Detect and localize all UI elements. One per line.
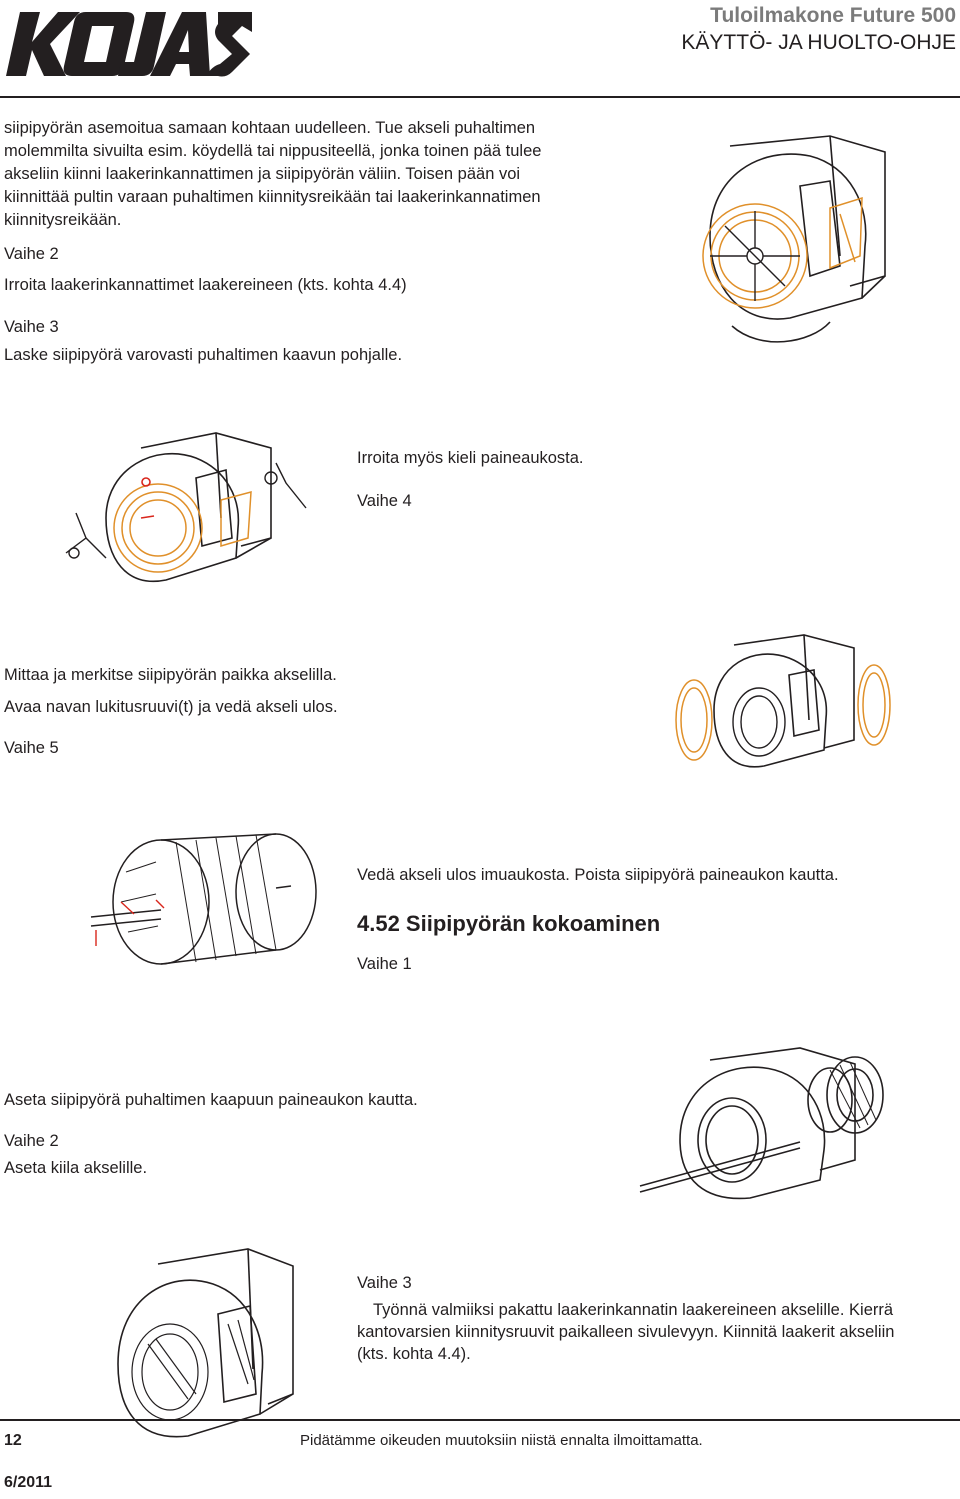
step-label: Vaihe 2	[4, 1132, 59, 1150]
fan-illustration-5	[639, 1047, 884, 1200]
step-text: Irroita laakerinkannattimet laakereineen…	[4, 276, 407, 294]
intro-line-2: molemmilta sivuilta esim. köydellä tai n…	[4, 142, 542, 160]
section-text: Avaa navan lukitusruuvi(t) ja vedä aksel…	[4, 698, 338, 716]
section-text: kantovarsien kiinnitysruuvit paikalleen …	[357, 1323, 895, 1341]
header-title: Tuloilmakone Future 500	[710, 4, 956, 27]
fan-illustration-3	[675, 634, 891, 768]
page-number: 12	[4, 1432, 22, 1449]
intro-line-1: siipipyörän asemoitua samaan kohtaan uud…	[4, 119, 536, 137]
intro-line-4: kiinnittää pultin varaan puhaltimen kiin…	[4, 188, 541, 206]
fan-illustration-2	[65, 432, 307, 583]
step-label: Vaihe 1	[357, 955, 412, 973]
step-label: Vaihe 2	[4, 245, 59, 263]
section-text: Mittaa ja merkitse siipipyörän paikka ak…	[4, 666, 337, 684]
section-title: 4.52 Siipipyörän kokoaminen	[357, 911, 661, 936]
impeller-illustration	[90, 833, 317, 965]
koja-logo-graphic	[6, 12, 252, 77]
step-label: Vaihe 3	[4, 318, 59, 336]
koja-logo	[6, 6, 254, 80]
footer-date: 6/2011	[4, 1474, 53, 1491]
fan-illustration-1	[702, 135, 886, 343]
header-subtitle: KÄYTTÖ- JA HUOLTO-OHJE	[681, 31, 956, 54]
step-label: Vaihe 5	[4, 739, 59, 757]
section-text: Aseta kiila akselille.	[4, 1159, 148, 1177]
step-text: Laske siipipyörä varovasti puhaltimen ka…	[4, 346, 403, 364]
footer-divider	[0, 1419, 960, 1421]
intro-line-5: kiinnitysreikään.	[4, 211, 122, 229]
header-divider	[0, 96, 960, 98]
fan-illustration-6	[117, 1248, 294, 1438]
footer-notice: Pidätämme oikeuden muutoksiin niistä enn…	[300, 1432, 703, 1449]
section-text: (kts. kohta 4.4).	[357, 1345, 471, 1363]
intro-line-3: akseliin kiinni laakerinkannattimen ja s…	[4, 165, 521, 183]
section-text: Vedä akseli ulos imuaukosta. Poista siip…	[357, 866, 839, 884]
section-text: Irroita myös kieli paineaukosta.	[357, 449, 584, 467]
section-text: Työnnä valmiiksi pakattu laakerinkannati…	[373, 1301, 894, 1319]
step-label: Vaihe 4	[357, 492, 412, 510]
step-label: Vaihe 3	[357, 1274, 412, 1292]
section-text: Aseta siipipyörä puhaltimen kaapuun pain…	[4, 1091, 418, 1109]
